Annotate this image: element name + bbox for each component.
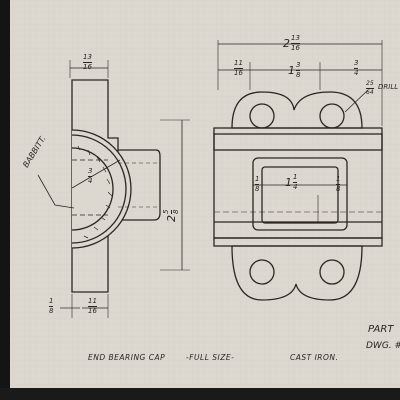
front-view: [213, 40, 383, 301]
label-dwg-number: DWG. #: [366, 341, 400, 351]
label-drill: DRILL: [378, 83, 399, 91]
label-part: PART: [368, 324, 394, 335]
title-scale: -FULL SIZE-: [186, 353, 235, 362]
title-part-name: END BEARING CAP: [88, 353, 166, 362]
title-material: CAST IRON.: [290, 353, 339, 362]
side-view: [37, 60, 190, 318]
